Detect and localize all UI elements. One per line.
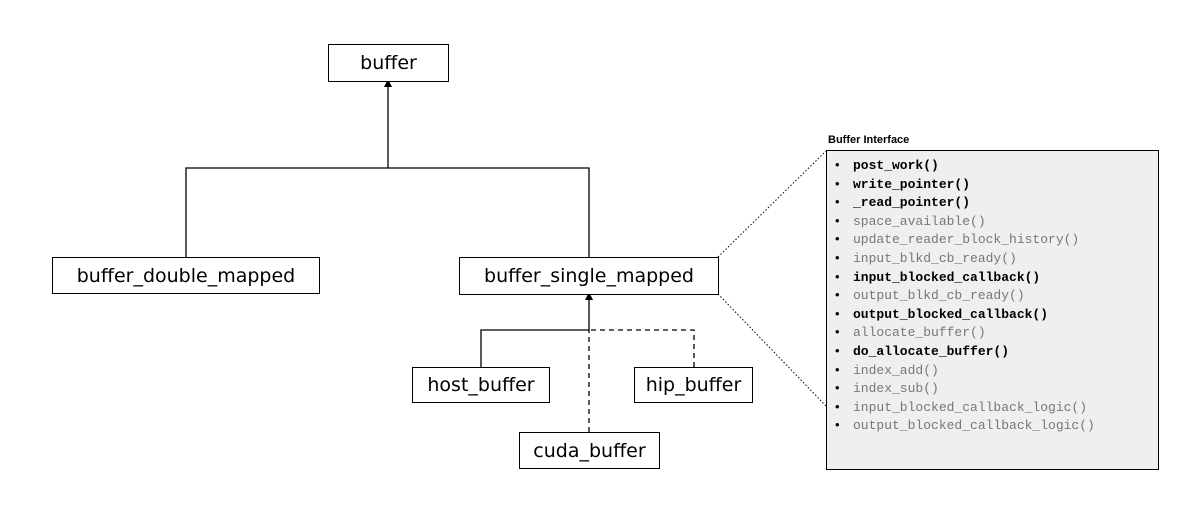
bullet-icon: • xyxy=(835,287,840,303)
bullet-icon: • xyxy=(835,194,840,210)
bullet-icon: • xyxy=(835,268,840,284)
edge-buffer-double-mapped xyxy=(185,167,388,257)
interface-method: • index_add() xyxy=(835,361,1158,380)
method-name: output_blkd_cb_ready() xyxy=(853,288,1025,304)
method-name: allocate_buffer() xyxy=(853,325,986,341)
interface-method: • write_pointer() xyxy=(835,175,1158,194)
interface-method: • output_blocked_callback_logic() xyxy=(835,416,1158,435)
bullet-icon: • xyxy=(835,157,840,172)
node-cuda-buffer: cuda_buffer xyxy=(519,432,660,469)
node-host-buffer: host_buffer xyxy=(412,367,550,403)
callout-line-bottom xyxy=(717,293,827,407)
method-name: index_sub() xyxy=(853,381,939,397)
node-buffer-single-mapped: buffer_single_mapped xyxy=(459,257,719,295)
method-name: space_available() xyxy=(853,213,986,229)
interface-method-list: • post_work() • write_pointer() • _read_point… xyxy=(835,156,1158,435)
interface-method: • output_blocked_callback() xyxy=(835,305,1158,324)
method-name: input_blocked_callback() xyxy=(853,269,1041,285)
bullet-icon: • xyxy=(835,342,840,358)
bullet-icon: • xyxy=(835,249,840,265)
node-buffer: buffer xyxy=(328,44,449,82)
interface-method: • allocate_buffer() xyxy=(835,323,1158,342)
interface-method: • _read_pointer() xyxy=(835,193,1158,212)
node-buffer-double-mapped: buffer_double_mapped xyxy=(52,257,320,294)
method-name: input_blkd_cb_ready() xyxy=(853,250,1017,266)
interface-panel: • post_work() • write_pointer() • _read_point… xyxy=(826,150,1159,470)
interface-method: • index_sub() xyxy=(835,379,1158,398)
method-name: input_blocked_callback_logic() xyxy=(853,399,1088,415)
interface-method: • input_blocked_callback_logic() xyxy=(835,398,1158,417)
method-name: post_work() xyxy=(853,158,939,173)
method-name: output_blocked_callback_logic() xyxy=(853,418,1095,434)
callout-line-top xyxy=(717,150,827,258)
interface-method: • input_blkd_cb_ready() xyxy=(835,249,1158,268)
edge-buffer-single-mapped xyxy=(388,167,590,257)
method-name: update_reader_block_history() xyxy=(853,232,1080,248)
interface-method: • update_reader_block_history() xyxy=(835,230,1158,249)
bullet-icon: • xyxy=(835,380,840,396)
edge-host-buffer xyxy=(480,329,589,367)
bullet-icon: • xyxy=(835,324,840,340)
bullet-icon: • xyxy=(835,212,840,228)
node-hip-buffer: hip_buffer xyxy=(634,367,753,403)
bullet-icon: • xyxy=(835,175,840,191)
edge-hip-buffer xyxy=(589,329,695,367)
bullet-icon: • xyxy=(835,305,840,321)
interface-method: • input_blocked_callback() xyxy=(835,268,1158,287)
interface-method: • output_blkd_cb_ready() xyxy=(835,286,1158,305)
method-name: output_blocked_callback() xyxy=(853,306,1049,322)
bullet-icon: • xyxy=(835,361,840,377)
interface-method: • do_allocate_buffer() xyxy=(835,342,1158,361)
interface-method: • space_available() xyxy=(835,212,1158,231)
method-name: do_allocate_buffer() xyxy=(853,343,1010,359)
interface-method: • post_work() xyxy=(835,156,1158,175)
method-name: _read_pointer() xyxy=(853,195,971,211)
method-name: index_add() xyxy=(853,362,939,378)
bullet-icon: • xyxy=(835,231,840,247)
bullet-icon: • xyxy=(835,398,840,414)
bullet-icon: • xyxy=(835,417,840,433)
interface-title: Buffer Interface xyxy=(828,134,910,146)
method-name: write_pointer() xyxy=(853,176,971,192)
